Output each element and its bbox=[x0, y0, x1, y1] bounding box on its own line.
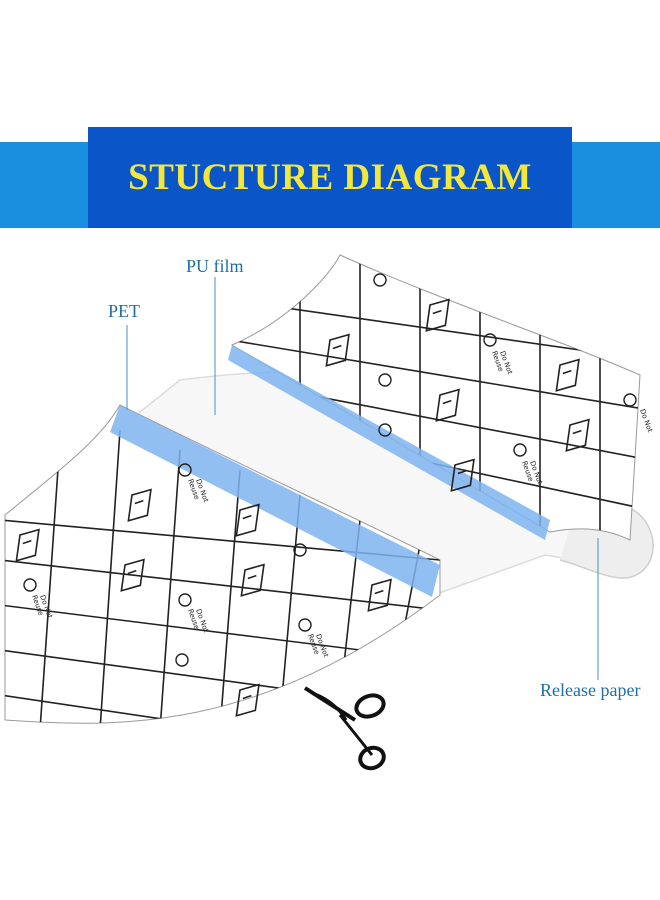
no-reuse-icon bbox=[298, 618, 312, 632]
no-reuse-icon bbox=[178, 593, 192, 607]
no-reuse-icon bbox=[293, 543, 307, 557]
no-reuse-icon bbox=[483, 333, 497, 347]
label-release-paper: Release paper bbox=[540, 680, 641, 700]
document-icon bbox=[425, 298, 450, 332]
no-reuse-icon bbox=[378, 373, 392, 387]
scissors-icon bbox=[303, 686, 386, 771]
document-icon bbox=[235, 503, 260, 537]
label-pet: PET bbox=[108, 301, 141, 321]
document-icon bbox=[450, 458, 475, 492]
right-film-sheet bbox=[228, 254, 641, 541]
pet-edge-right bbox=[228, 345, 550, 540]
label-pu-film: PU film bbox=[186, 256, 244, 276]
pet-edge-left bbox=[110, 405, 440, 597]
left-film-sheet bbox=[4, 404, 441, 724]
no-reuse-icon bbox=[178, 463, 192, 477]
document-icon bbox=[367, 578, 392, 612]
document-icon bbox=[127, 488, 152, 522]
title-box: STUCTURE DIAGRAM bbox=[88, 127, 572, 228]
no-reuse-icon bbox=[175, 653, 189, 667]
no-reuse-icon bbox=[373, 273, 387, 287]
document-icon bbox=[555, 358, 580, 392]
no-reuse-icon bbox=[378, 423, 392, 437]
no-reuse-icon bbox=[623, 393, 637, 407]
document-icon bbox=[120, 558, 145, 592]
diagram-title: STUCTURE DIAGRAM bbox=[128, 157, 532, 198]
no-reuse-icon bbox=[513, 443, 527, 457]
document-icon bbox=[235, 683, 260, 717]
no-reuse-icon bbox=[23, 578, 37, 592]
document-icon bbox=[565, 418, 590, 452]
sheet-label-13: Do Not bbox=[638, 408, 654, 434]
document-icon bbox=[15, 528, 40, 562]
document-icon bbox=[240, 563, 265, 597]
document-icon bbox=[435, 388, 460, 422]
document-icon bbox=[325, 333, 350, 367]
